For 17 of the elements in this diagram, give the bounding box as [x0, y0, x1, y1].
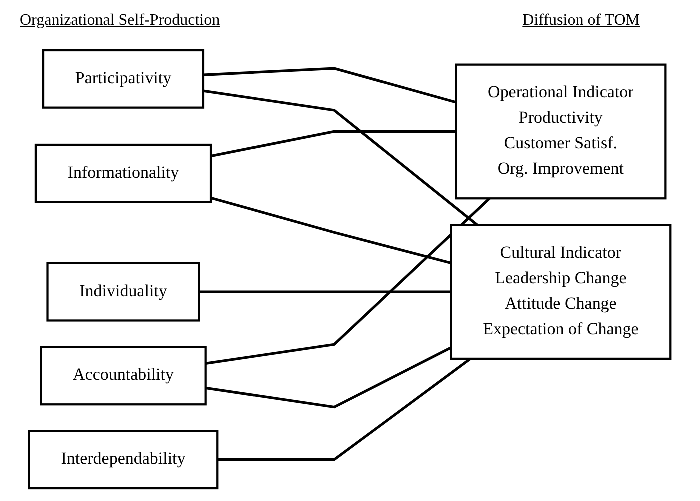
- connector: [210, 196, 452, 265]
- connector: [203, 67, 457, 104]
- connector: [210, 130, 456, 158]
- node-box: Participativity: [42, 49, 205, 109]
- node-box: Cultural Indicator Leadership Change Attitude Change Expectation of Change: [450, 224, 672, 360]
- connector: [199, 290, 452, 294]
- node-box: Interdependability: [28, 430, 219, 490]
- connector: [206, 346, 452, 409]
- connector: [218, 358, 472, 462]
- node-box: Informationality: [34, 144, 212, 204]
- node-box: Operational Indicator Productivity Customer Satisf. Org. Improvement: [455, 64, 667, 200]
- column-heading: Organizational Self-Production: [20, 12, 220, 31]
- node-box: Individuality: [46, 262, 200, 322]
- connector: [206, 198, 491, 366]
- column-heading: Diffusion of TOM: [522, 12, 640, 31]
- node-box: Accountability: [40, 346, 207, 406]
- connector: [203, 90, 478, 226]
